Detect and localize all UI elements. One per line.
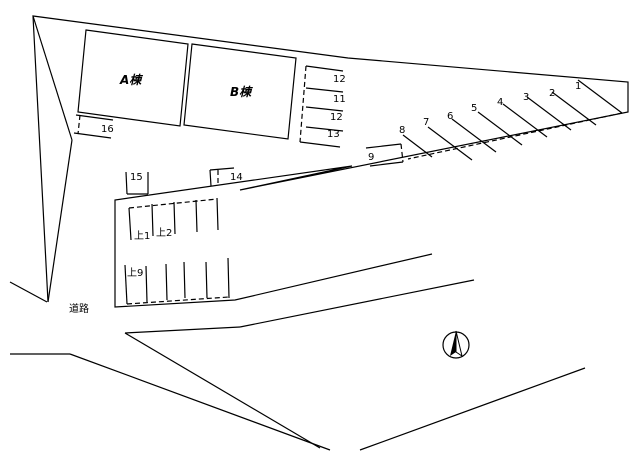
building-a: A棟 bbox=[77, 29, 189, 127]
building-b: B棟 bbox=[183, 43, 297, 140]
parking-spaces-11-13: 12 11 12 13 bbox=[299, 65, 346, 148]
space-label-5: 5 bbox=[471, 103, 477, 114]
space-label-6: 6 bbox=[447, 111, 453, 122]
space-label-7: 7 bbox=[423, 117, 429, 128]
space-label-upper-1: 上1 bbox=[134, 230, 150, 242]
road-edge bbox=[124, 332, 321, 449]
road-label: 道路 bbox=[69, 302, 89, 315]
svg-text:B棟: B棟 bbox=[230, 85, 253, 99]
space-label-16: 16 bbox=[101, 124, 114, 135]
space-label-12: 12 bbox=[333, 74, 346, 85]
parking-space-9: 9 bbox=[365, 143, 404, 167]
road-edge bbox=[239, 279, 475, 328]
north-arrow-icon bbox=[442, 330, 470, 359]
space-label-11: 11 bbox=[333, 94, 346, 105]
road-edge bbox=[69, 353, 331, 451]
space-label-12: 12 bbox=[330, 112, 343, 123]
parking-space-14: 14 bbox=[209, 167, 243, 187]
site-boundary bbox=[32, 15, 629, 308]
space-label-upper-9: 上9 bbox=[127, 267, 143, 279]
space-label-2: 2 bbox=[549, 88, 555, 99]
space-label-4: 4 bbox=[497, 97, 503, 108]
road-edge bbox=[359, 367, 586, 451]
upper-parking-row-1: 上1 上2 bbox=[128, 197, 219, 242]
space-label-13: 13 bbox=[327, 129, 340, 140]
parking-spaces-1-8: 1 2 3 4 5 6 7 8 bbox=[399, 79, 623, 161]
space-label-14: 14 bbox=[230, 172, 243, 183]
parking-space-15: 15 bbox=[125, 171, 149, 195]
road-edge bbox=[124, 326, 241, 334]
svg-text:A棟: A棟 bbox=[119, 73, 143, 87]
space-label-9: 9 bbox=[368, 152, 374, 163]
road-edge bbox=[9, 281, 48, 303]
space-label-3: 3 bbox=[523, 92, 529, 103]
upper-parking-row-2: 上9 bbox=[124, 257, 230, 305]
space-label-upper-2: 上2 bbox=[156, 227, 172, 239]
space-label-1: 1 bbox=[575, 81, 581, 92]
parking-space-16: 16 bbox=[73, 114, 114, 139]
space-label-8: 8 bbox=[399, 125, 405, 136]
space-label-15: 15 bbox=[130, 172, 143, 183]
